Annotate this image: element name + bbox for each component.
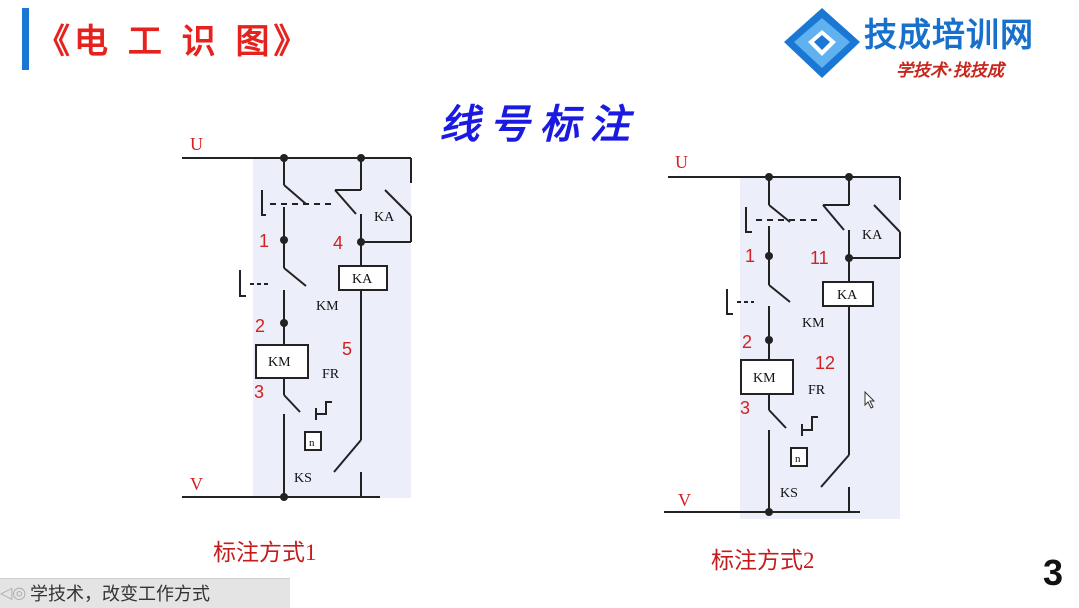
player-controls-icon[interactable]: ◁◎ (0, 583, 27, 602)
footer-bar (0, 578, 290, 608)
diamond-logo-icon (784, 8, 860, 78)
ka-coil-label: KA (352, 272, 373, 287)
brand-logo: 技成培训网 学技术·找技成 (780, 4, 1079, 84)
km-coil-label: KM (753, 371, 776, 386)
diagram-2-background (740, 177, 900, 519)
wire-number: 1 (745, 246, 755, 266)
diagram-2-caption: 标注方式2 (711, 548, 815, 573)
ka-contact-label: KA (862, 228, 883, 243)
ks-label: KS (294, 471, 312, 486)
ka-coil-label: KA (837, 288, 858, 303)
rail-bottom-label: V (190, 474, 203, 494)
wire-number: 1 (259, 231, 269, 251)
diagram-1-background (253, 158, 411, 498)
ka-contact-label: KA (374, 210, 395, 225)
ks-sensor-box (304, 431, 322, 451)
ks-box-label: n (309, 437, 315, 449)
ka-coil (338, 265, 388, 291)
rail-top-label: U (675, 152, 688, 172)
km-coil-label: KM (268, 355, 291, 370)
wire-number: 2 (742, 332, 752, 352)
rail-top-label: U (190, 134, 203, 154)
km-coil (255, 344, 309, 379)
km-contact-label: KM (802, 316, 825, 331)
footer-slogan: 学技术，改变工作方式 (30, 584, 210, 605)
mouse-cursor-icon (864, 391, 876, 409)
km-contact-label: KM (316, 299, 339, 314)
wire-number: 4 (333, 233, 343, 253)
ks-box-label: n (795, 453, 801, 465)
ks-sensor-box (790, 447, 808, 467)
fr-label: FR (808, 383, 826, 398)
course-title: 《电 工 识 图》 (36, 22, 312, 62)
wire-number: 5 (342, 339, 352, 359)
rail-bottom-label: V (678, 490, 691, 510)
km-coil (740, 359, 794, 395)
ka-coil (822, 281, 874, 307)
wire-number: 12 (815, 353, 835, 373)
wire-number: 2 (255, 316, 265, 336)
ks-label: KS (780, 486, 798, 501)
wire-number: 3 (740, 398, 750, 418)
wire-number: 3 (254, 382, 264, 402)
wire-number: 11 (810, 248, 829, 268)
slide-title: 线号标注 (439, 101, 640, 148)
page-number: 3 (1042, 552, 1063, 593)
fr-label: FR (322, 367, 340, 382)
logo-name: 技成培训网 (864, 15, 1034, 54)
header-accent-bar (22, 8, 29, 70)
diagram-1-caption: 标注方式1 (213, 540, 317, 565)
logo-slogan: 学技术·找技成 (896, 61, 1004, 81)
